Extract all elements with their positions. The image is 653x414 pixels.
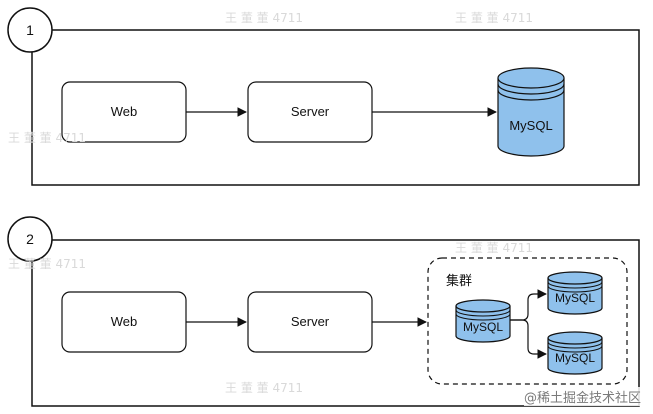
mysql-database-icon: [497, 67, 565, 157]
source-watermark: @稀土掘金技术社区: [523, 387, 641, 406]
replication-arrow-bottom: [510, 319, 547, 359]
diagram-2-number: 2: [26, 231, 34, 247]
watermark-text: 王 董 董 4711: [225, 381, 303, 395]
diagram-1-frame: [31, 29, 640, 186]
replica-mysql-icon-2: [547, 331, 603, 375]
web-node-2-label: Web: [111, 314, 138, 329]
watermark-text: 王 董 董 4711: [455, 11, 533, 25]
primary-mysql-label: MySQL: [463, 320, 503, 334]
diagram-1: 1 Web Server MySQL: [7, 7, 640, 186]
watermark-text: 王 董 董 4711: [225, 11, 303, 25]
replica-mysql-label-2: MySQL: [555, 351, 595, 365]
replica-mysql-label-1: MySQL: [555, 291, 595, 305]
watermark-layer: 王 董 董 4711 王 董 董 4711 王 董 董 4711 王 董 董 4…: [8, 11, 533, 395]
replication-arrow-top: [510, 289, 547, 321]
web-node-1-label: Web: [111, 104, 138, 119]
server-node-1-label: Server: [291, 104, 330, 119]
diagram-1-number-badge: 1: [7, 7, 53, 53]
primary-mysql-icon: [455, 299, 511, 343]
cluster-title: 集群: [446, 273, 472, 288]
cluster-box: [427, 257, 628, 385]
diagram-2-number-badge: 2: [7, 216, 53, 262]
watermark-text: 王 董 董 4711: [455, 241, 533, 255]
diagram-2: 2 Web Server 集群 MySQL MySQL: [7, 216, 640, 407]
diagram-2-frame: [31, 239, 640, 407]
replica-mysql-icon-1: [547, 271, 603, 315]
diagram-1-number: 1: [26, 22, 34, 38]
watermark-text: 王 董 董 4711: [8, 257, 86, 271]
server-node-2-label: Server: [291, 314, 330, 329]
mysql-label-1: MySQL: [509, 118, 552, 133]
watermark-text: 王 董 董 4711: [8, 131, 86, 145]
